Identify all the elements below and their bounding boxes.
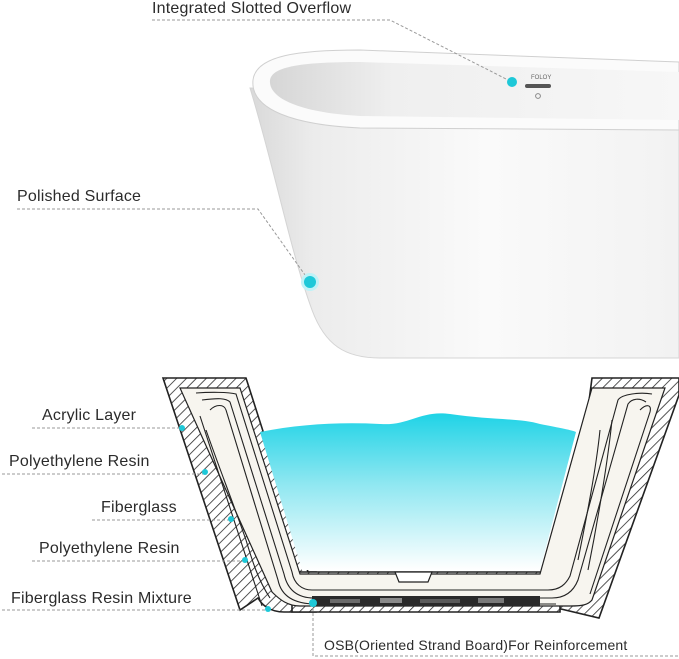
water [260, 413, 576, 570]
brand-mark: FOLOY [531, 75, 551, 81]
polyethylene-resin-label-2: Polyethylene Resin [39, 540, 180, 558]
fiberglass-label: Fiberglass [101, 499, 177, 517]
surface-marker-core [304, 276, 316, 288]
polyethylene-resin-label-1: Polyethylene Resin [9, 453, 150, 471]
acrylic-marker [179, 425, 185, 431]
osb-label: OSB(Oriented Strand Board)For Reinforcem… [324, 637, 628, 653]
acrylic-layer-label: Acrylic Layer [42, 407, 136, 425]
resin2-marker [242, 557, 248, 563]
mixture-marker [265, 606, 271, 612]
surface-leader [17, 209, 310, 282]
drain-icon [395, 572, 432, 582]
surface-label: Polished Surface [17, 188, 141, 206]
fiberglass-marker [228, 516, 234, 522]
overflow-marker [507, 77, 517, 87]
tub-inner-basin [270, 62, 679, 120]
fiberglass-resin-mixture-label: Fiberglass Resin Mixture [11, 590, 192, 608]
tub-cross-section [163, 378, 679, 618]
osb-marker [309, 599, 317, 607]
bathtub-3d: FOLOY [250, 50, 679, 358]
overflow-label: Integrated Slotted Overflow [152, 0, 351, 18]
resin1-marker [202, 469, 208, 475]
